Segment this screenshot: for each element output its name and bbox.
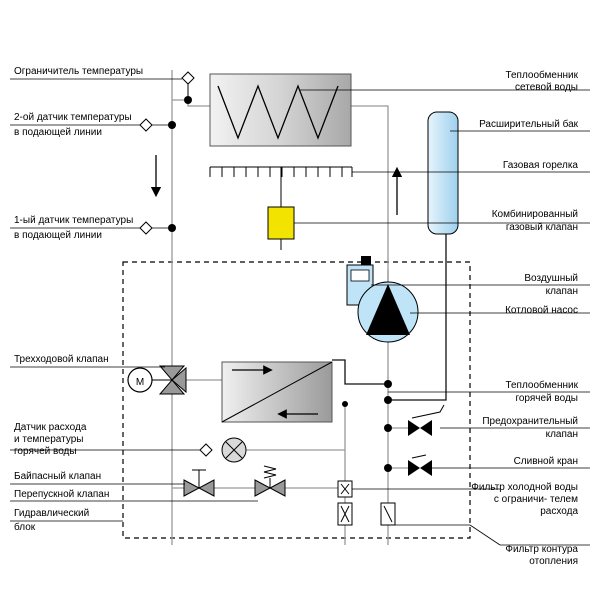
label-three-way-valve: Трехходовой клапан [14,354,109,365]
drain-valve-icon [408,454,432,476]
hot-water-heat-exchanger [221,361,333,423]
label-heating-filter-line1: Фильтр контура [505,544,578,555]
label-cold-filter-line3: расхода [540,506,578,517]
label-flow-sensor-line3: горячей воды [14,446,77,457]
label-flow-sensor-line1: Датчик расхода [14,422,87,433]
label-temp-limiter: Ограничитель температуры [14,66,143,77]
cold-water-filter-icon [337,480,353,526]
label-expansion-tank: Расширительный бак [479,118,579,130]
label-boiler-pump: Котловой насос [505,305,578,316]
hx-hot-outlet [332,359,388,385]
three-way-valve-icon [152,365,187,395]
label-hx-network-line2: сетевой воды [515,82,578,93]
label-overflow-valve: Перепускной клапан [14,489,109,500]
sensor-diamonds [139,71,195,235]
label-safety-valve-line1: Предохранительный [482,416,578,427]
safety-valve-icon [408,404,445,436]
label-flow-sensor-line2: и температуры [14,434,83,445]
label-cold-filter-line1: Фильтр холодной воды [471,482,578,493]
label-hydro-block-line1: Гидравлический [14,508,89,519]
label-sensor2-line1: 2-ой датчик температуры [14,112,132,123]
bypass-valve-icon [183,469,215,497]
label-hx-hot-line1: Теплообменник [505,379,578,391]
label-sensor1-line1: 1-ый датчик температуры [14,215,133,226]
motor-icon: M [127,367,153,393]
right-leader-lines [294,89,590,546]
expansion-tank-pipe [388,232,447,401]
label-air-valve-line2: клапан [546,286,578,297]
flow-sensor-icon [199,437,247,463]
overflow-valve-icon [254,465,286,497]
label-bypass-valve: Байпасный клапан [14,471,101,482]
label-hx-network-line1: Теплообменник [505,69,578,81]
motor-symbol: M [136,377,144,388]
network-heat-exchanger [209,73,352,147]
hydraulic-block-frame [122,261,471,539]
label-sensor2-line2: в подающей линии [14,127,102,138]
label-hydro-block-line2: блок [14,521,36,533]
label-hx-hot-line2: горячей воды [515,393,578,404]
left-leader-lines [10,78,258,522]
expansion-tank-icon [427,111,459,235]
label-gas-burner: Газовая горелка [503,160,579,171]
label-air-valve-line1: Воздушный [524,273,578,284]
heating-filter-icon [380,502,396,526]
label-heating-filter-line2: отопления [529,556,578,567]
label-gas-valve-line1: Комбинированный [492,208,578,220]
label-drain-valve: Сливной кран [514,456,578,467]
boiler-pump-icon [357,281,419,343]
label-sensor1-line2: в подающей линии [14,230,102,241]
gas-burner-icon [209,166,353,207]
label-safety-valve-line2: клапан [546,429,578,440]
label-gas-valve-line2: газовый клапан [506,222,578,233]
label-cold-filter-line2: с ограничи- телем [494,494,578,505]
gas-valve-icon [267,206,295,250]
